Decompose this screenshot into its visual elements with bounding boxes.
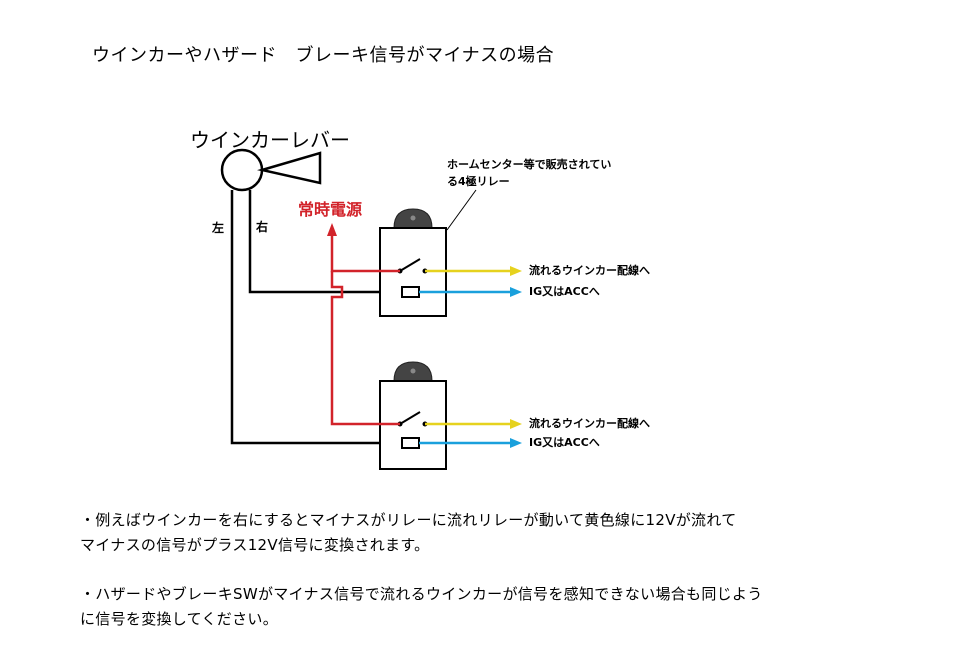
relay-1-blue-label: IG又はACCへ: [529, 285, 600, 298]
relay-1-hole: [410, 215, 416, 221]
yellow-arrow-2: [510, 419, 522, 429]
blue-arrow-1: [510, 287, 522, 297]
relay-1: [379, 208, 447, 317]
relay-2-blue-label: IG又はACCへ: [529, 436, 600, 449]
relay-1-yellow-label: 流れるウインカー配線へ: [529, 264, 650, 277]
lever-left-label: 左: [212, 221, 225, 235]
relay-2-switch: [399, 411, 421, 425]
black-wire-right: [248, 190, 400, 294]
relay-note-line1: ホームセンター等で販売されてい: [447, 158, 612, 171]
red-wire-bottom: [330, 271, 400, 426]
relay-2-coil: [401, 437, 420, 449]
blue-arrow-2: [510, 438, 522, 448]
red-power-wire: [327, 223, 400, 426]
relay-2-yellow-label: 流れるウインカー配線へ: [529, 417, 650, 430]
relay-note-line2: る4極リレー: [447, 175, 510, 188]
yellow-arrow-1: [510, 266, 522, 276]
turn-signal-lever: [220, 148, 322, 192]
note-1-line-2: マイナスの信号がプラス12V信号に変換されます。: [80, 536, 430, 554]
page-title: ウインカーやハザード ブレーキ信号がマイナスの場合: [92, 45, 555, 66]
relay-note: ホームセンター等で販売されてい る4極リレー: [447, 156, 611, 190]
relay-1-coil: [401, 286, 420, 298]
black-wires: [230, 190, 400, 445]
relay-2: [379, 361, 447, 470]
lever-arm: [257, 151, 322, 185]
relay-note-pointer: [446, 189, 477, 231]
lever-knob: [220, 148, 264, 192]
relay-2-hole: [410, 368, 416, 374]
constant-power-label: 常時電源: [298, 200, 363, 219]
black-wire-left: [230, 190, 400, 445]
output-wires: [419, 266, 522, 448]
note-1-line-1: ・例えばウインカーを右にするとマイナスがリレーに流れリレーが動いて黄色線に12V…: [80, 511, 737, 529]
note-2-line-1: ・ハザードやブレーキSWがマイナス信号で流れるウインカーが信号を感知できない場合…: [80, 585, 763, 603]
power-arrowhead: [327, 223, 337, 236]
note-2-line-2: に信号を変換してください。: [80, 610, 279, 628]
lever-right-label: 右: [256, 220, 269, 234]
lever-label: ウインカーレバー: [190, 128, 350, 152]
relay-1-switch: [399, 258, 421, 272]
